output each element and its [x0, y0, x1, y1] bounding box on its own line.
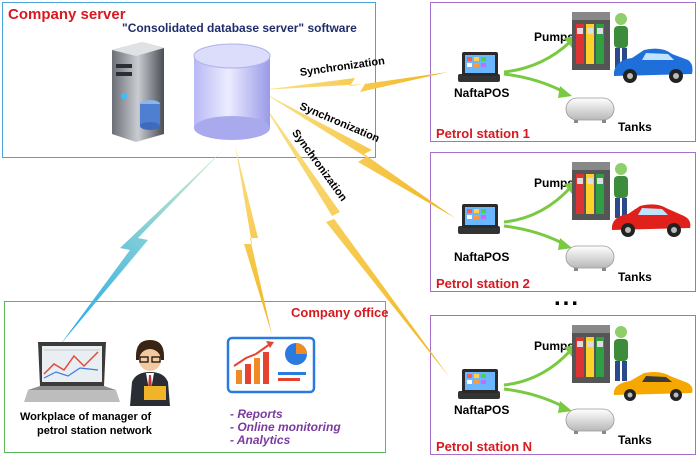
feature-reports: - Reports [230, 407, 283, 421]
station-n-frame [430, 315, 696, 455]
database-icon [193, 43, 271, 140]
station-name: Petrol station N [436, 439, 533, 454]
company-office-frame [4, 301, 386, 453]
pos-terminal-icon [458, 369, 500, 399]
tank-icon [565, 245, 615, 271]
sync-bolt-station-1 [262, 72, 448, 92]
car-icon [614, 372, 693, 401]
software-label: "Consolidated database server" software [122, 21, 357, 35]
workplace-label-line2: petrol station network [37, 425, 152, 437]
arrow-to-tanks [503, 387, 572, 413]
company-office-title: Company office [291, 305, 389, 320]
station-name: Petrol station 1 [436, 126, 530, 141]
car-icon [614, 48, 693, 83]
server-tower-icon [112, 42, 164, 142]
laptop-icon [24, 342, 120, 402]
company-server-title: Company server [8, 6, 126, 23]
station-1-frame [430, 2, 696, 142]
analytics-dashboard-icon [226, 336, 316, 394]
fuel-pump-icon [572, 162, 610, 220]
tank-icon [565, 97, 615, 123]
company-server-frame [2, 2, 376, 158]
station-n: NaftaPOS Pumps Tanks Petrol station N [430, 315, 696, 455]
station-1: NaftaPOS Pumps Tanks Petrol station 1 [430, 2, 696, 142]
tanks-label: Tanks [618, 433, 652, 447]
sync-bolt-station-2 [262, 92, 455, 218]
pos-label: NaftaPOS [454, 86, 510, 100]
fuel-pump-icon [572, 12, 610, 70]
feature-analytics: - Analytics [230, 433, 291, 447]
station-2: NaftaPOS Pumps Tanks Petrol station 2 [430, 152, 696, 292]
attendant-icon [614, 163, 628, 218]
feature-online-monitoring: - Online monitoring [230, 420, 341, 434]
attendant-icon [614, 326, 628, 381]
pos-label: NaftaPOS [454, 250, 510, 264]
station-2-frame [430, 152, 696, 292]
manager-icon [130, 340, 170, 406]
arrow-to-tanks [503, 72, 572, 98]
car-icon [612, 204, 691, 237]
office-link-bolt [60, 148, 225, 345]
sync-bolt-office [235, 145, 272, 335]
pumps-label: Pumps [534, 30, 575, 44]
more-stations-ellipsis: ... [554, 284, 581, 311]
sync-bolt-station-n [258, 96, 450, 378]
pumps-label: Pumps [534, 339, 575, 353]
pos-terminal-icon [458, 52, 500, 82]
pos-terminal-icon [458, 204, 500, 234]
fuel-pump-icon [572, 325, 610, 383]
pos-label: NaftaPOS [454, 403, 510, 417]
pumps-label: Pumps [534, 176, 575, 190]
workplace-label-line1: Workplace of manager of [20, 411, 152, 423]
station-name: Petrol station 2 [436, 276, 530, 291]
tanks-label: Tanks [618, 270, 652, 284]
arrow-to-tanks [503, 224, 572, 250]
tanks-label: Tanks [618, 120, 652, 134]
attendant-icon [614, 13, 628, 68]
tank-icon [565, 408, 615, 434]
